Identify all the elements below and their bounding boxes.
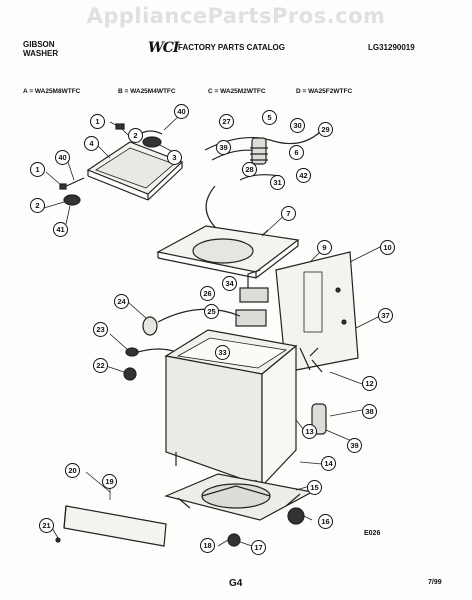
catalog-date: 7/99 [428, 579, 442, 586]
rear-panel-drawing [275, 251, 359, 373]
callout-22[interactable]: 22 [93, 358, 108, 373]
callout-29[interactable]: 29 [318, 122, 333, 137]
callout-6[interactable]: 6 [289, 145, 304, 160]
callout-4[interactable]: 4 [84, 136, 99, 151]
callout-5[interactable]: 5 [262, 110, 277, 125]
callout-28[interactable]: 28 [242, 162, 257, 177]
callout-9[interactable]: 9 [317, 240, 332, 255]
callout-1[interactable]: 1 [90, 114, 105, 129]
brand-line-1: GIBSON [23, 40, 55, 49]
toe-panel-drawing [55, 505, 167, 547]
callout-40[interactable]: 40 [174, 104, 189, 119]
brand-line-2: WASHER [23, 49, 59, 58]
callout-41[interactable]: 41 [53, 222, 68, 237]
model-d: D = WA25F2WTFC [296, 88, 353, 95]
callout-24[interactable]: 24 [114, 294, 129, 309]
callout-23[interactable]: 23 [93, 322, 108, 337]
callout-2-left[interactable]: 2 [30, 198, 45, 213]
callout-14[interactable]: 14 [321, 456, 336, 471]
callout-10[interactable]: 10 [380, 240, 395, 255]
watermark: AppliancePartsPros.com [86, 4, 386, 28]
callout-27[interactable]: 27 [219, 114, 234, 129]
hinge-drawing [59, 123, 163, 206]
callout-39-bottom[interactable]: 39 [347, 438, 362, 453]
callout-38[interactable]: 38 [362, 404, 377, 419]
page-number: G4 [229, 578, 243, 589]
valve-drawing [123, 269, 269, 381]
callout-3[interactable]: 3 [167, 150, 182, 165]
callout-33[interactable]: 33 [215, 345, 230, 360]
leader-lines [43, 114, 383, 547]
callout-25[interactable]: 25 [204, 304, 219, 319]
wci-logo: WCI [148, 40, 179, 56]
callout-39-top[interactable]: 39 [216, 140, 231, 155]
callout-21[interactable]: 21 [39, 518, 54, 533]
callout-17[interactable]: 17 [251, 540, 266, 555]
base-drawing [164, 473, 314, 547]
drawing-code: E026 [364, 530, 381, 537]
doc-number: LG31290019 [368, 43, 415, 52]
callout-12[interactable]: 12 [362, 376, 377, 391]
callout-7[interactable]: 7 [281, 206, 296, 221]
callout-37[interactable]: 37 [378, 308, 393, 323]
model-c: C = WA25M2WTFC [208, 88, 266, 95]
callout-31[interactable]: 31 [270, 175, 285, 190]
cabinet-drawing [164, 329, 327, 494]
lid-drawing [86, 141, 184, 201]
callout-2[interactable]: 2 [128, 128, 143, 143]
callout-16[interactable]: 16 [318, 514, 333, 529]
callout-18[interactable]: 18 [200, 538, 215, 553]
callout-20[interactable]: 20 [65, 463, 80, 478]
callout-30[interactable]: 30 [290, 118, 305, 133]
brand-block: GIBSON WASHER [23, 40, 58, 58]
callout-40-left[interactable]: 40 [55, 150, 70, 165]
model-b: B = WA25M4WTFC [118, 88, 176, 95]
callout-15[interactable]: 15 [307, 480, 322, 495]
callout-26[interactable]: 26 [200, 286, 215, 301]
callout-13[interactable]: 13 [302, 424, 317, 439]
top-cover-drawing [156, 225, 300, 279]
callout-34[interactable]: 34 [222, 276, 237, 291]
catalog-title: FACTORY PARTS CATALOG [178, 43, 285, 52]
callout-19[interactable]: 19 [102, 474, 117, 489]
model-a: A = WA25M8WTFC [23, 88, 81, 95]
callout-42[interactable]: 42 [296, 168, 311, 183]
callout-1-left[interactable]: 1 [30, 162, 45, 177]
